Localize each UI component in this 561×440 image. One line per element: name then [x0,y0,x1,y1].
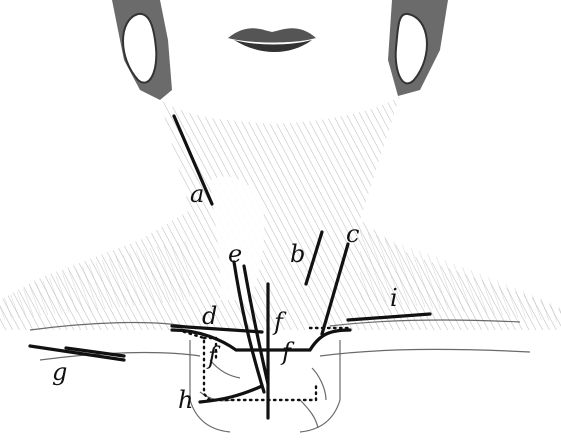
label-a: a [190,180,204,208]
label-e: e [228,240,242,268]
label-i: i [390,284,398,312]
chest-outlines [30,320,530,432]
label-d: d [202,302,217,330]
left-ear [123,14,156,83]
label-g: g [52,358,67,386]
label-h: h [178,386,193,414]
label-b: b [290,240,305,268]
label-f-right: f [280,338,295,366]
lips [228,28,316,52]
label-c: c [346,220,359,248]
label-f-left: f [206,342,221,370]
